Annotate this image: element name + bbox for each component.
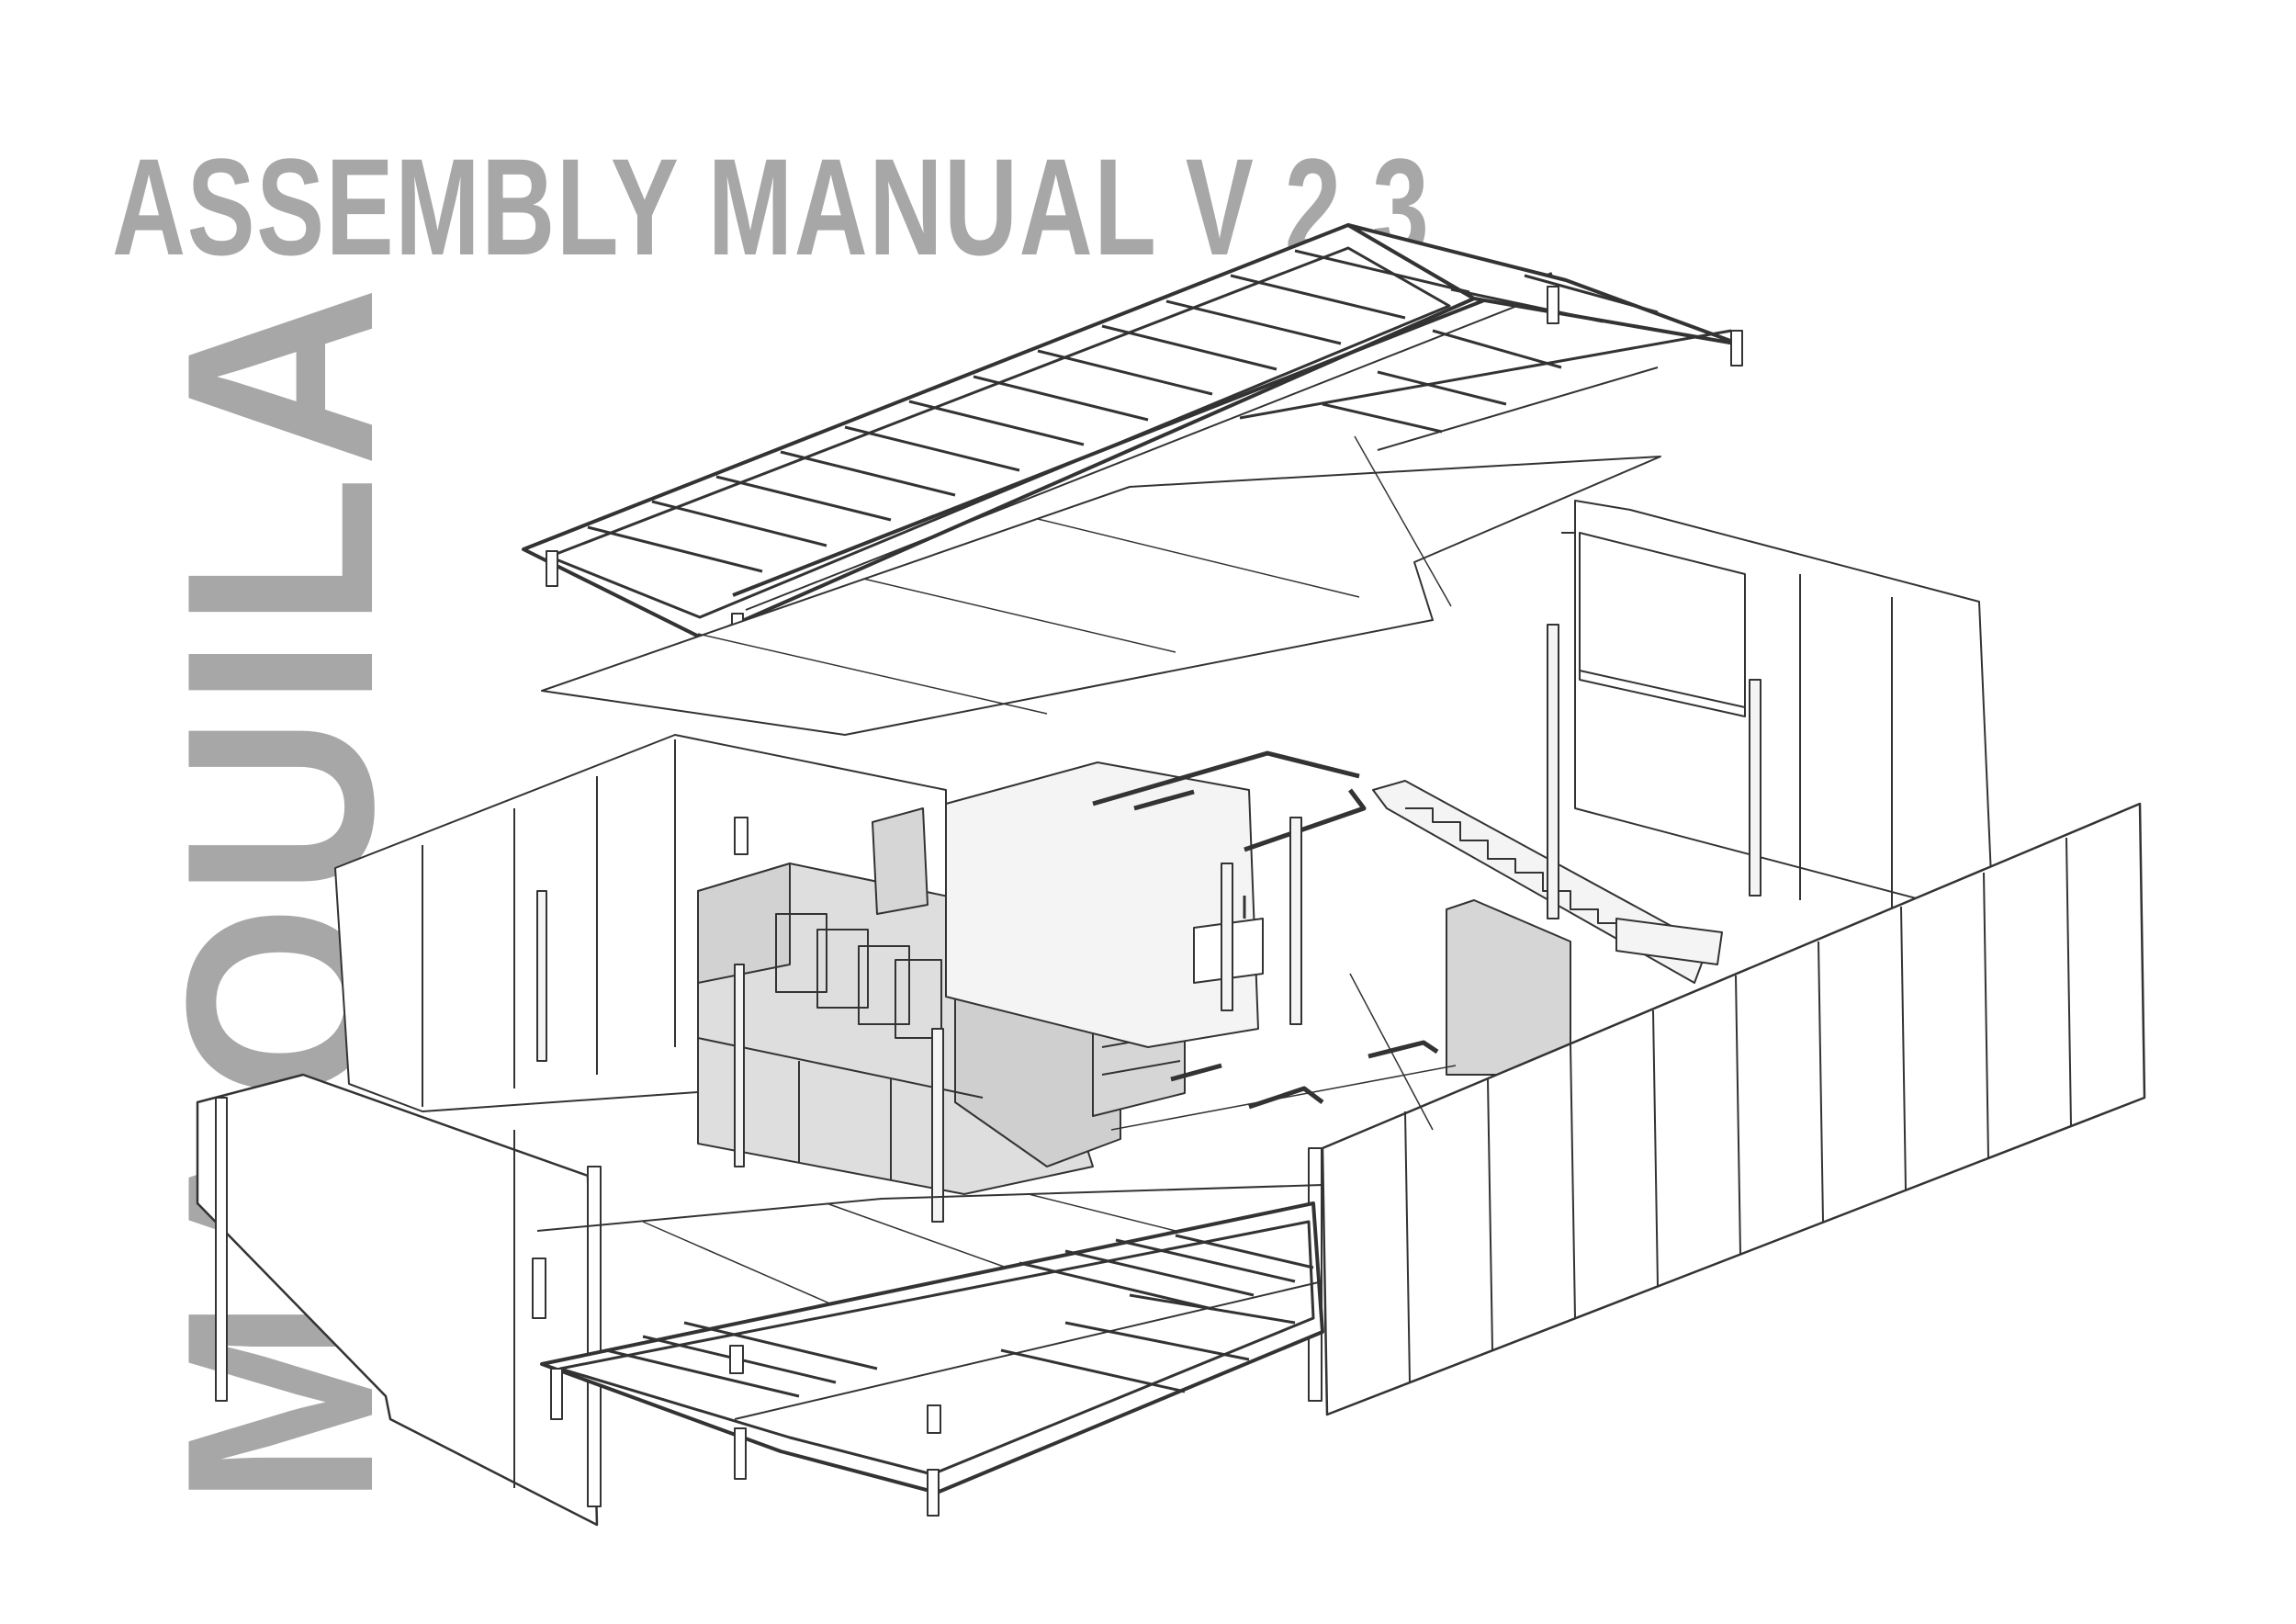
front-left-wall-panel — [196, 1073, 602, 1527]
staircase — [1372, 780, 1723, 984]
rear-right-wall — [1547, 500, 1994, 919]
roof-frame — [522, 223, 1743, 692]
ceiling-panels — [541, 435, 1661, 736]
right-front-wall — [1308, 802, 2146, 1416]
manual-title: ASSEMBLY MANUAL V 2.3 — [112, 130, 1431, 284]
floor-frame — [540, 1201, 1324, 1517]
interior-partition — [945, 761, 1264, 1048]
steel-beams — [1092, 750, 1439, 1110]
free-standing-panel — [1446, 899, 1571, 1076]
